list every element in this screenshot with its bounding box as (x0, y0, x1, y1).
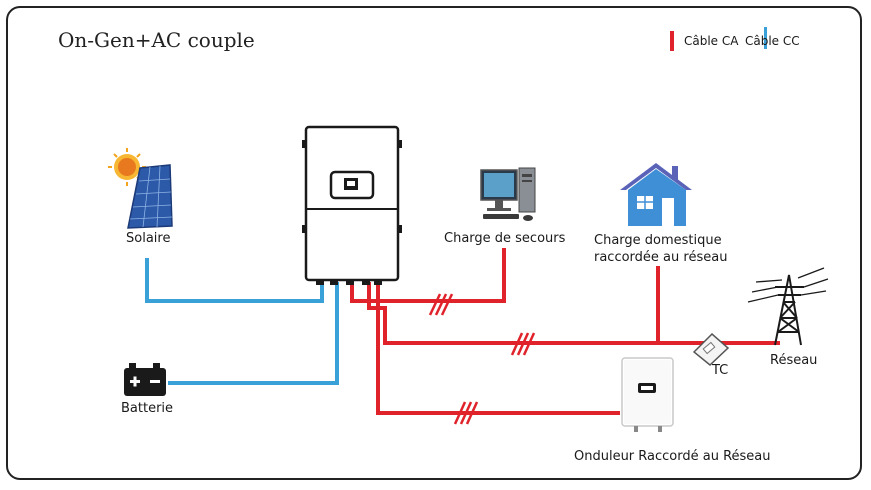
dc-cables (145, 258, 339, 385)
grid-tied-inverter-label: Onduleur Raccordé au Réseau (574, 449, 771, 464)
house-icon (620, 163, 692, 226)
battery-label: Batterie (121, 401, 174, 416)
home-load-label-line1: Charge domestique (594, 233, 722, 248)
grid-label: Réseau (770, 353, 818, 368)
backup-load-label: Charge de secours (444, 231, 566, 246)
diagram-title: On-Gen+AC couple (58, 28, 255, 52)
cable-slash-marks (428, 293, 536, 425)
hybrid-inverter-icon (302, 125, 402, 285)
home-load-label-line2: raccordée au réseau (594, 250, 728, 265)
ct-label: TC (712, 363, 729, 378)
legend-ac-swatch (670, 31, 674, 51)
battery-icon (124, 363, 166, 396)
dc-cable-solar (145, 258, 324, 303)
ac-cable-backup (350, 248, 506, 303)
dc-cable-battery (168, 282, 339, 385)
ac-cable-ac-coupled (376, 282, 620, 415)
solar-panel-icon (108, 148, 173, 229)
legend-ac-label: Câble CA (684, 34, 739, 48)
diagram-frame (6, 6, 862, 480)
power-tower-icon (747, 267, 829, 346)
grid-tied-inverter-icon (621, 357, 674, 432)
legend-dc-swatch (764, 27, 767, 49)
solar-label: Solaire (126, 231, 171, 246)
current-transformer-icon (692, 332, 730, 366)
ac-cables (350, 248, 780, 415)
legend-dc-label: Câble CC (745, 34, 800, 48)
computer-icon (480, 167, 536, 221)
